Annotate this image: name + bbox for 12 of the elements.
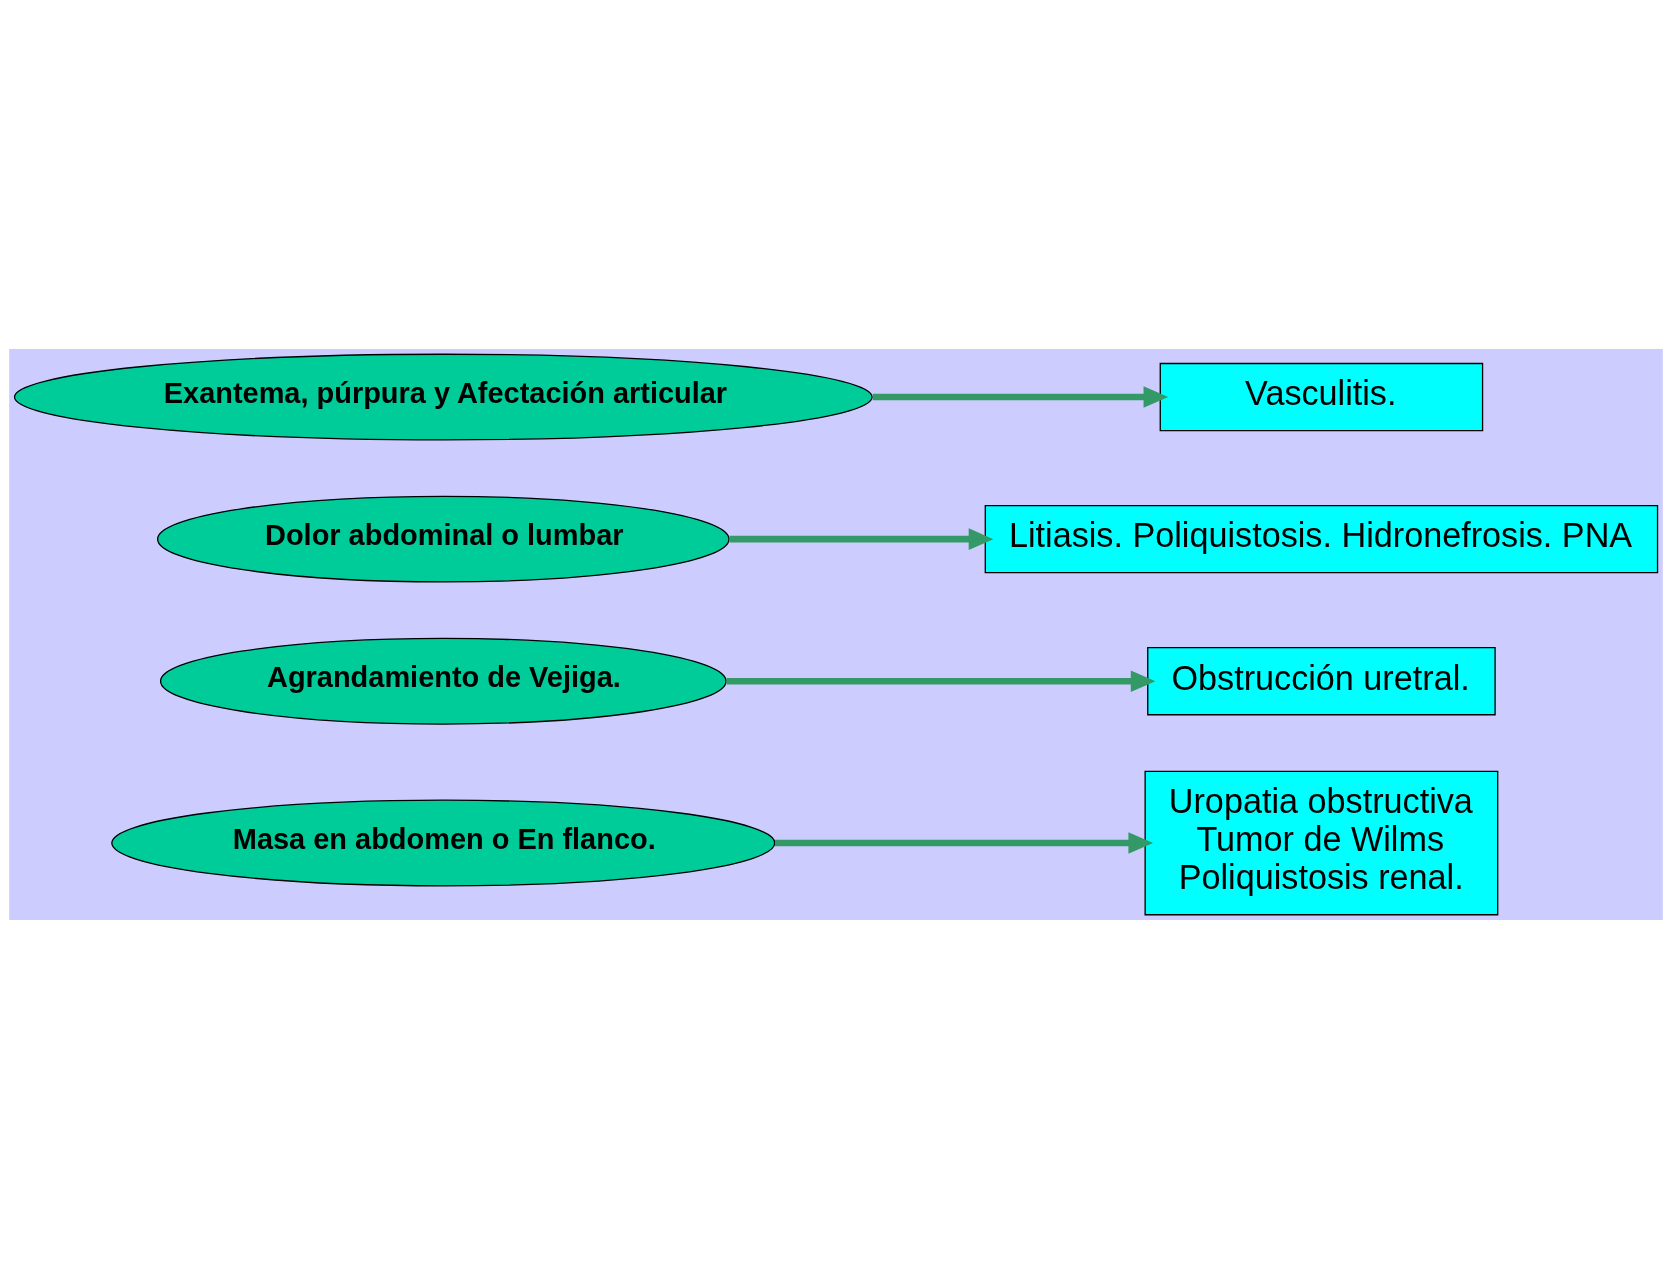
node-box: Litiasis. Poliquistosis. Hidronefrosis. PNA	[984, 504, 1659, 574]
node-box: Obstrucción uretral.	[1147, 647, 1496, 716]
node-ellipse: Masa en abdomen o En flanco.	[111, 799, 776, 887]
arrow	[729, 528, 994, 550]
arrow	[872, 386, 1169, 408]
arrow	[726, 670, 1156, 692]
node-ellipse: Dolor abdominal o lumbar	[156, 495, 730, 583]
arrow	[775, 832, 1154, 854]
node-ellipse: Exantema, púrpura y Afectación articular	[13, 353, 873, 441]
node-ellipse: Agrandamiento de Vejiga.	[159, 637, 727, 725]
node-box: Uropatia obstructiva Tumor de Wilms Poliquistosis renal.	[1144, 770, 1499, 916]
node-box: Vasculitis.	[1159, 362, 1484, 432]
